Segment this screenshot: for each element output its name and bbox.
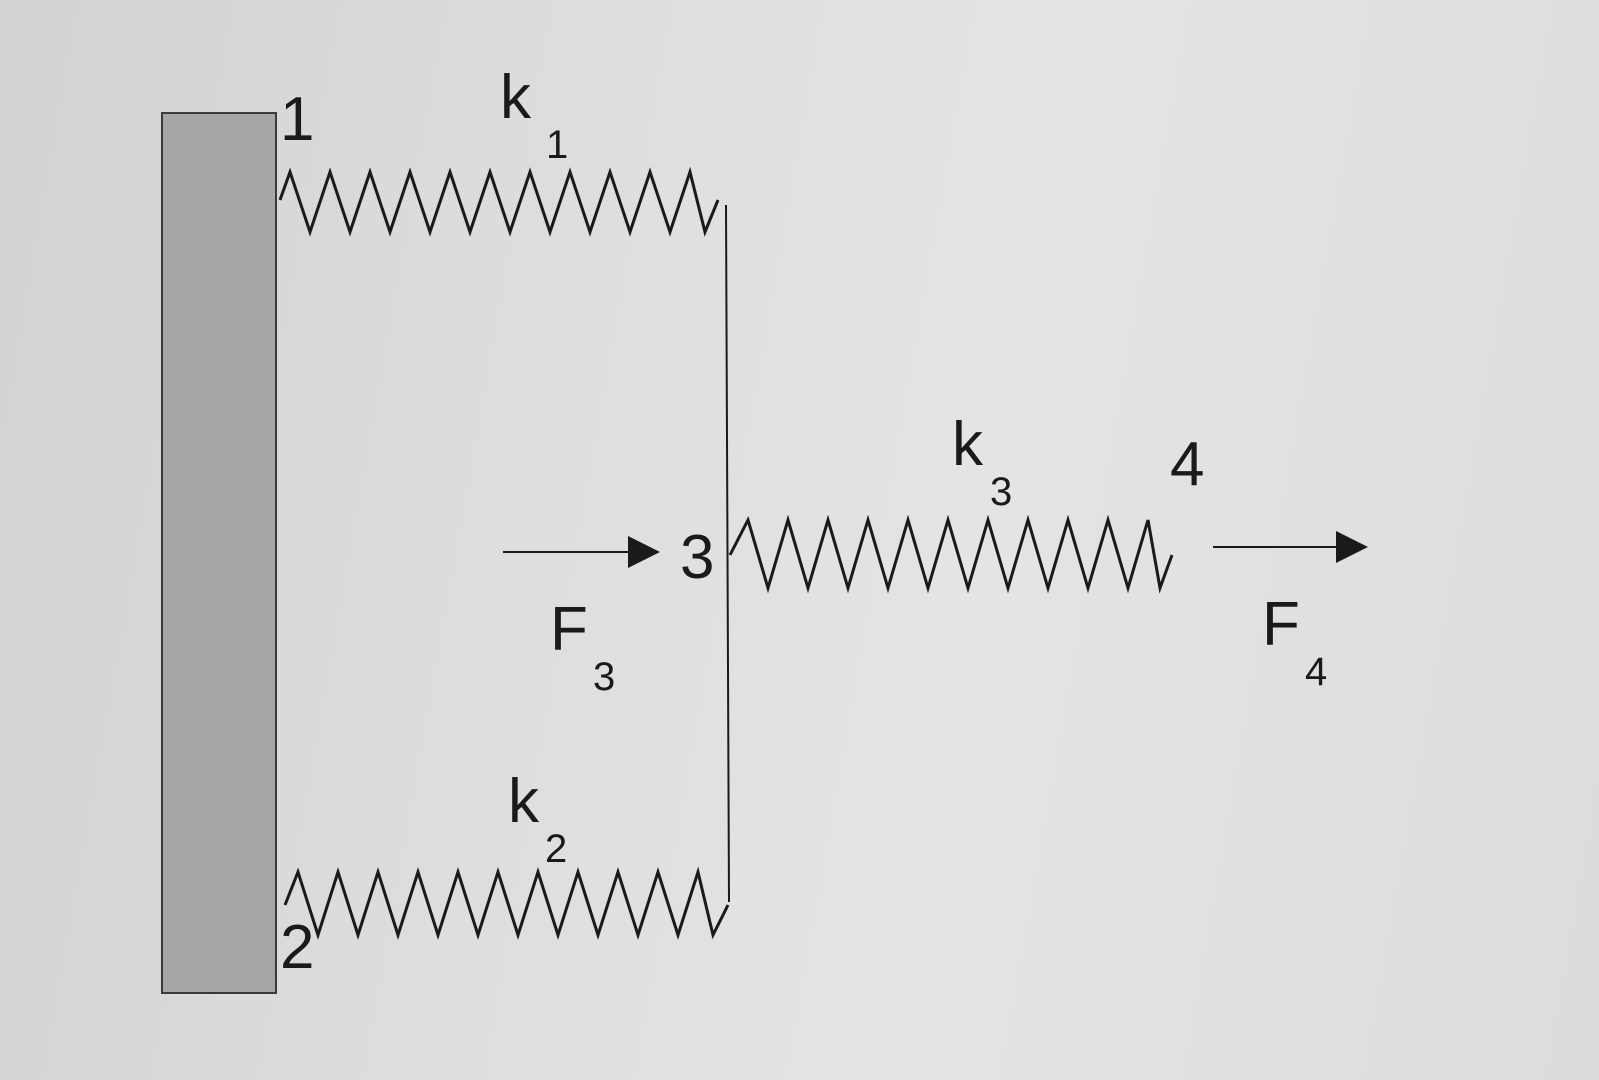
node-2-label: 2 (280, 913, 314, 982)
rigid-connector (725, 204, 730, 903)
fixed-wall (161, 112, 277, 994)
node-1-label: 1 (280, 85, 314, 154)
spring-k3-subscript: 3 (990, 470, 1012, 514)
spring-k3 (728, 514, 1174, 594)
spring-k2-symbol: k (508, 767, 540, 836)
force-f4-symbol: F (1262, 590, 1300, 659)
spring-k2-subscript: 2 (545, 827, 567, 871)
force-arrow-f4-head (1336, 531, 1368, 563)
spring-k1-symbol: k (500, 63, 532, 132)
node-4-label: 4 (1170, 430, 1204, 499)
spring-k1 (278, 166, 720, 237)
spring-k2 (283, 866, 730, 940)
spring-k3-symbol: k (952, 410, 984, 479)
force-f3-subscript: 3 (593, 655, 615, 699)
force-f4-subscript: 4 (1305, 650, 1327, 694)
force-f3-symbol: F (550, 595, 588, 664)
spring-k1-subscript: 1 (546, 123, 568, 167)
node-3-label: 3 (680, 523, 714, 592)
force-arrow-f3-head (628, 536, 660, 568)
